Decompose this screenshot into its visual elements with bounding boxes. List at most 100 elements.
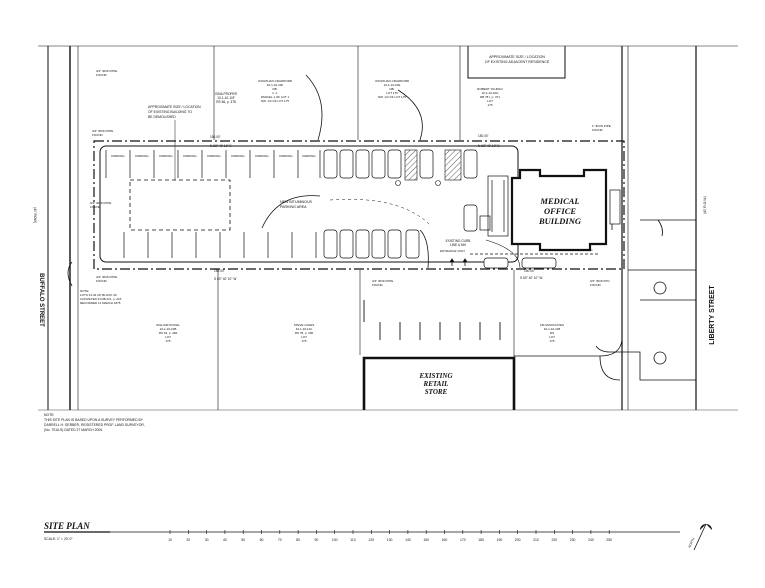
owner-line: RS 63, p. 484 <box>159 331 178 335</box>
site-plan-title: SITE PLAN <box>44 521 90 531</box>
scale-tick-label: 210 <box>533 538 539 542</box>
property-boundary <box>93 140 625 270</box>
owner-william: WILLIAM PICKEL 10-1-10-10B RS 63, p. 484… <box>156 323 180 343</box>
note-line: DARRELL H. GERBER, REGISTERED PROF. LAND… <box>44 423 145 427</box>
retail-label-1: EXISTING <box>418 372 452 380</box>
pin-bottom-mid-1: 3/4" IRON PIPE <box>372 279 393 283</box>
stall-label: PARKING <box>135 154 149 158</box>
scale-tick-label: 150 <box>423 538 429 542</box>
note-line: LOTS 31-34 OF BLOCK 46 <box>80 293 117 297</box>
stall-label: PARKING <box>255 154 269 158</box>
pin-bottom-left-2: FOUND <box>96 279 107 283</box>
scale-tick-label: 50 <box>241 538 245 542</box>
owner-line: 10-1-10-11B <box>544 327 560 331</box>
medical-label-2: OFFICE <box>544 206 576 216</box>
owner-line: LOT <box>165 335 171 339</box>
pin-top-left2-1: 3/4" IRON PIPE <box>92 129 113 133</box>
curve-lines <box>67 74 423 287</box>
scale-tick-label: 200 <box>515 538 521 542</box>
scale-tick-label: 40 <box>223 538 227 542</box>
scale-tick-label: 250 <box>606 538 612 542</box>
scale-tick-label: 140 <box>405 538 411 542</box>
top-parking-stalls <box>105 150 321 178</box>
owner-line: PARCEL 1 OF LOT 1 <box>261 95 290 99</box>
parking-area-label: NEW BITUMINOUS PARKING AREA <box>280 200 313 209</box>
entrance-curb <box>419 229 429 269</box>
accessible-aisle-2 <box>444 149 462 181</box>
stall-label: PARKING <box>207 154 221 158</box>
owner-line: 10-1-10-10B <box>160 327 177 331</box>
buffalo-row-label: (40' ROW) <box>33 207 37 223</box>
pin-mid-left-1: 3/4" IRON PIPE <box>90 201 111 205</box>
pin-top-left2-2: FOUND <box>92 133 103 137</box>
approx-bldg-3: BE DEMOLISHED <box>148 115 176 119</box>
buffalo-street-label: BUFFALO STREET <box>38 273 44 327</box>
ramp <box>479 175 621 237</box>
hc-symbols <box>395 180 441 186</box>
bearing-bottom: S 63° 40' 10" W <box>214 277 236 281</box>
dist-bottom: 150.00' <box>214 269 225 273</box>
scale-tick-label: 120 <box>368 538 374 542</box>
medical-label-3: BUILDING <box>538 216 582 226</box>
drive-thru <box>470 253 600 269</box>
top-stall-labels: PARKING PARKING PARKING PARKING PARKING … <box>111 154 316 158</box>
parking-area-curve <box>261 195 321 229</box>
liberty-street-label: LIBERTY STREET <box>709 285 716 345</box>
scale-tick-label: 230 <box>570 538 576 542</box>
approx-bldg-2: OF EXISTING BUILDING TO <box>148 110 192 114</box>
owner-line: 10-1-10-10F <box>217 96 235 100</box>
retail-label-3: STORE <box>425 388 448 396</box>
north-label: NORTH <box>687 537 695 548</box>
note-line: NOTE: <box>80 289 89 293</box>
survey-note: NOTE: THIS SITE PLAN IS BASED UPON A SUR… <box>44 413 145 432</box>
owner-robert: ROBERT THURAU 10-1-10-10G DB 78 I, p. 37… <box>477 87 503 107</box>
owner-jonathan-2: JONATHAN CRAWFORD 10-1-10-10E DB. LOT 17… <box>375 79 410 99</box>
accessible-aisle-1 <box>404 149 418 181</box>
owner-line: JONATHAN CRAWFORD <box>258 79 293 83</box>
pin-labels: 3/4" IRON PIPE FOUND 3/4" IRON PIPE FOUN… <box>90 69 611 287</box>
drive-thru-label: DRIVE-THRU PARKING <box>560 248 593 252</box>
demolish-label: APPROXIMATE SIZE / LOCATION OF EXISTING … <box>148 105 201 180</box>
scale-tick-label: 170 <box>460 538 466 542</box>
pin-bottom-mid-2: FOUND <box>372 283 383 287</box>
owner-line: LOT <box>487 99 493 103</box>
parked-cars-bottom <box>323 204 478 259</box>
bearing-top: 150.00' <box>210 135 221 139</box>
north-arrow-icon: NORTH <box>687 523 712 551</box>
owner-line: DB. <box>389 87 394 91</box>
liberty-street <box>621 46 697 410</box>
scale-tick-label: 80 <box>296 538 300 542</box>
owner-line: 175 <box>165 339 170 343</box>
left-note: NOTE: LOTS 31-34 OF BLOCK 46 CONVEYED IN… <box>80 289 122 305</box>
curb-curve <box>485 239 521 269</box>
owner-line: LOT <box>549 335 555 339</box>
bearing-top-right: N 63° 40' 10" E <box>478 144 500 148</box>
note-line: NOTE: <box>44 413 54 417</box>
note-line: RECORDED 11 MARCH 1875 <box>80 301 121 305</box>
owner-line: GINA PROPER <box>215 92 238 96</box>
owner-line: DB 78 I, p. 371 <box>480 95 500 99</box>
existing-curb-2: LINE & MH <box>450 243 467 247</box>
owner-line: NW. 1/2 OF LOT 175 <box>378 95 406 99</box>
owner-line: NW. 1/2 OF LOT 175 <box>261 99 289 103</box>
scale-tick-label: 100 <box>332 538 338 542</box>
owner-line: 175 <box>549 339 554 343</box>
buffalo-street <box>47 46 79 410</box>
building-to-be-demolished <box>129 179 231 231</box>
owner-line: LOT <box>301 335 307 339</box>
pin-bottom-right-1: 3/4" IRON PIN <box>590 279 609 283</box>
residence-label-1: APPROXIMATE SIZE / LOCATION <box>489 55 545 59</box>
owner-line: 1. 1. <box>272 91 278 95</box>
scale-tick-label: 70 <box>278 538 282 542</box>
pin-mid-left-2: FOUND <box>90 205 101 209</box>
entrance-label: ENTRANCE ONLY <box>440 249 465 253</box>
owner-line: DB. <box>272 87 277 91</box>
drive-curve <box>329 199 431 226</box>
bearing-top-dir: N 63° 40' 10" E <box>210 144 232 148</box>
bottom-parking-stalls <box>123 232 317 258</box>
pin-top-left-2: FOUND <box>96 73 107 77</box>
scale-tick-label: 110 <box>350 538 356 542</box>
medical-label-1: MEDICAL <box>539 196 579 206</box>
